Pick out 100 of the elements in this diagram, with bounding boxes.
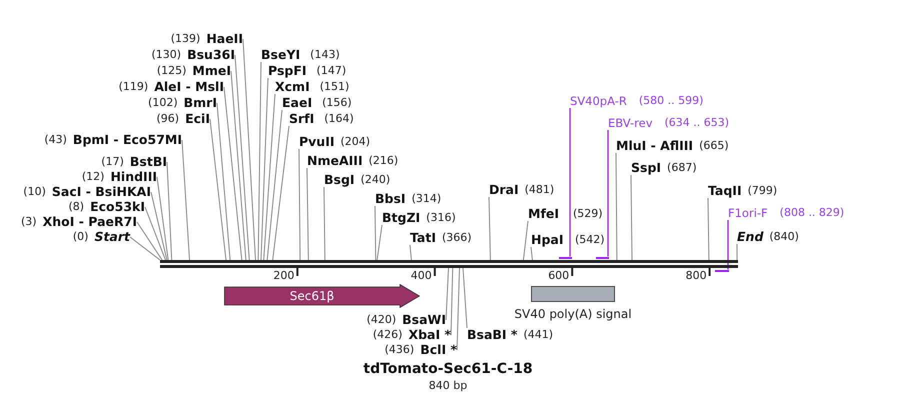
site-position: (12) <box>82 170 104 184</box>
site-position: (481) <box>524 183 554 197</box>
site-position: (151) <box>320 80 350 94</box>
leader-line <box>156 176 169 260</box>
feature-label: SV40 poly(A) signal <box>514 307 632 321</box>
leader-line <box>144 206 166 260</box>
enzyme-label: BtgZI <box>382 211 420 225</box>
primer-mark <box>596 256 609 259</box>
enzyme-label: Eco53kI <box>90 200 145 214</box>
enzyme-label: NmeAIII <box>307 154 363 168</box>
site-position: (130) <box>151 48 182 62</box>
site-position: (366) <box>442 231 472 245</box>
enzyme-label: MmeI <box>192 64 231 78</box>
leader-line <box>374 206 376 260</box>
sequence-start-label: Start <box>94 230 130 244</box>
site-position: (8) <box>68 200 84 214</box>
feature-arrow: Sec61β <box>224 284 420 308</box>
enzyme-label: DraI <box>489 183 519 197</box>
primer-label: EBV-rev <box>608 116 653 130</box>
enzyme-label: MfeI <box>528 207 560 221</box>
leader-line <box>488 196 491 260</box>
enzyme-label: BstBI <box>130 155 167 169</box>
leader-line <box>462 268 468 328</box>
site-position: (436) <box>384 343 414 357</box>
enzyme-label: TaqII <box>708 184 742 198</box>
enzyme-label: XbaI * <box>408 328 451 342</box>
site-position: (665) <box>699 139 729 153</box>
leader-line <box>446 268 449 320</box>
enzyme-label: BsaWI <box>402 313 446 327</box>
leader-line <box>130 236 160 260</box>
leader-line <box>272 126 290 260</box>
leader-line <box>569 108 571 256</box>
enzyme-label: PspFI <box>268 64 307 78</box>
sequence-end-label: End <box>737 230 764 244</box>
leader-line <box>224 86 242 260</box>
site-position: (426) <box>372 328 402 342</box>
site-position: (17) <box>101 155 124 169</box>
enzyme-label: MluI - AflIII <box>616 139 694 153</box>
enzyme-label: SacI - BsiHKAI <box>52 185 151 199</box>
leader-line <box>230 70 246 260</box>
diagram-caption: 840 bp <box>428 379 468 393</box>
site-position: (799) <box>748 184 778 198</box>
enzyme-label: SrfI <box>289 112 314 126</box>
enzyme-label: HaeII <box>206 32 243 46</box>
site-position: (156) <box>322 96 352 110</box>
enzyme-label: BsaBI * <box>467 328 518 342</box>
leader-line <box>258 62 262 260</box>
site-position: (420) <box>366 313 396 327</box>
leader-line <box>306 168 309 260</box>
leader-line <box>530 246 533 260</box>
leader-line <box>410 244 412 260</box>
site-position: (216) <box>368 154 398 168</box>
site-position: (840) <box>769 230 799 244</box>
leader-line <box>266 110 282 260</box>
leader-line <box>263 94 276 260</box>
site-position: (240) <box>360 173 390 187</box>
leader-line <box>216 102 231 260</box>
enzyme-label: HindIII <box>110 170 157 184</box>
enzyme-label: BsgI <box>324 173 355 187</box>
primer-range: (634 .. 653) <box>664 116 730 130</box>
site-position: (125) <box>156 64 186 78</box>
enzyme-label: XhoI - PaeR7I <box>42 215 137 229</box>
enzyme-label: EciI <box>185 112 210 126</box>
leader-line <box>260 78 268 260</box>
leader-line <box>450 268 454 336</box>
scale-label: 200 <box>273 269 294 282</box>
enzyme-label: BseYI <box>261 48 300 62</box>
leader-line <box>616 152 618 260</box>
enzyme-label: Bsu36I <box>187 48 235 62</box>
site-position: (10) <box>23 185 46 199</box>
leader-line <box>234 54 250 260</box>
leader-line <box>376 224 382 260</box>
primer-range: (580 .. 599) <box>638 94 704 108</box>
site-position: (119) <box>118 80 148 94</box>
primer-label: F1ori-F <box>728 206 768 220</box>
site-position: (441) <box>523 328 554 342</box>
enzyme-label: BclI * <box>420 343 457 357</box>
site-position: (96) <box>156 112 180 126</box>
leader-line <box>630 174 632 260</box>
scale-label: 800 <box>686 269 707 282</box>
primer-label: SV40pA-R <box>570 94 627 108</box>
site-position: (316) <box>426 211 456 225</box>
leader-line <box>727 220 729 270</box>
site-position: (3) <box>21 215 37 229</box>
site-position: (687) <box>667 161 697 175</box>
primer-range: (808 .. 829) <box>780 206 844 220</box>
site-position: (147) <box>316 64 346 78</box>
site-position: (314) <box>412 192 442 206</box>
leader-line <box>150 192 168 260</box>
site-position: (204) <box>340 135 370 149</box>
enzyme-label: EaeI <box>282 96 312 110</box>
leader-line <box>708 198 710 260</box>
leader-line <box>242 38 256 260</box>
site-position: (43) <box>44 133 67 147</box>
enzyme-label: HpaI <box>531 233 564 247</box>
leader-line <box>298 148 301 260</box>
enzyme-label: SspI <box>631 161 662 175</box>
scale-label: 600 <box>548 269 570 282</box>
primer-mark <box>715 270 730 272</box>
enzyme-label: BpmI - Eco57MI <box>72 133 182 147</box>
